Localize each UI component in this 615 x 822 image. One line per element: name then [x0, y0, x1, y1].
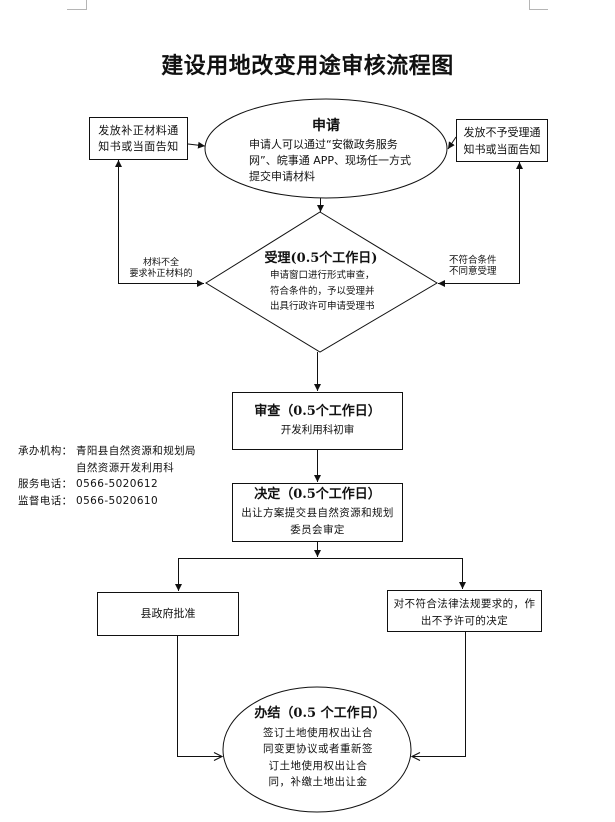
acceptance-title: 受理(0.5个工作日)	[264, 251, 378, 266]
node-review-box	[232, 392, 403, 450]
contact-value: 0566-5020612	[76, 478, 159, 490]
connector-denial-to-completion	[412, 632, 466, 757]
apply-line: 网”、皖事通 APP、现场任一方式	[249, 154, 411, 167]
acceptance-description: 申请窗口进行形式审查， 符合条件的，予以受理并 出具行政许可申请受理书	[270, 268, 375, 315]
page-title: 建设用地改变用途审核流程图	[161, 53, 454, 79]
contact-label: 承办机构：	[18, 445, 73, 457]
contact-value: 青阳县自然资源和规划局	[76, 445, 196, 457]
supplement-notice-line: 发放补正材料通	[98, 124, 179, 137]
decision-line: 出让方案提交县自然资源和规划	[241, 507, 394, 519]
rejection-notice-text: 发放不予受理通 知书或当面告知	[456, 124, 548, 158]
edge-label-line: 不符合条件	[449, 255, 497, 266]
crop-mark-top-right	[529, 0, 548, 10]
apply-line: 提交申请材料	[249, 170, 315, 183]
completion-line: 订土地使用权出让合	[268, 759, 368, 772]
connector-approval-to-completion	[177, 636, 223, 757]
edge-label-line: 不同意受理	[449, 266, 497, 277]
supplement-notice-line: 知书或当面告知	[98, 140, 179, 153]
apply-line: 申请人可以通过“安徽政务服务	[249, 138, 398, 151]
completion-line: 签订土地使用权出让合	[263, 727, 373, 739]
node-completion-ellipse	[222, 686, 412, 813]
contact-label: 服务电话：	[18, 478, 73, 490]
completion-line: 同，补缴土地出让金	[268, 775, 368, 788]
rejection-notice-line: 发放不予受理通	[463, 126, 541, 139]
node-denial-box	[387, 590, 542, 632]
node-rejection-notice-box	[456, 119, 548, 162]
contact-value: 0566-5020610	[76, 494, 159, 507]
approval-text: 县政府批准	[140, 607, 196, 620]
denial-line: 对不符合法律法规要求的，作	[393, 598, 536, 610]
completion-description: 签订土地使用权出让合 同变更协议或者重新签 订土地使用权出让合 同，补缴土地出让…	[237, 725, 399, 790]
edge-label-line: 材料不全	[142, 258, 179, 268]
acceptance-line: 符合条件的，予以受理并	[270, 285, 375, 297]
edge-label-incomplete: 材料不全 要求补正材料的	[118, 258, 204, 279]
contact-value: 自然资源开发利用科	[76, 461, 175, 474]
completion-title: 办结（0.5 个工作日）	[254, 706, 386, 721]
contact-row-supervision-phone: 监督电话： 0566-5020610	[18, 493, 196, 510]
denial-text: 对不符合法律法规要求的，作 出不予许可的决定	[387, 596, 542, 630]
supplement-notice-text: 发放补正材料通 知书或当面告知	[89, 123, 188, 155]
node-approval-box	[97, 592, 239, 636]
contact-info: 承办机构： 青阳县自然资源和规划局 自然资源开发利用科 服务电话： 0566-5…	[18, 443, 196, 509]
acceptance-line: 申请窗口进行形式审查，	[270, 270, 375, 281]
rejection-notice-line: 知书或当面告知	[463, 143, 541, 156]
arrow-supplement-notice-to-apply	[187, 141, 206, 149]
crop-mark-top-left	[67, 0, 87, 10]
decision-line: 委员会审定	[290, 524, 345, 536]
connector-not-eligible-loop	[438, 162, 523, 287]
acceptance-line: 出具行政许可申请受理书	[270, 301, 375, 312]
decision-description: 出让方案提交县自然资源和规划 委员会审定	[232, 505, 403, 539]
edge-label-not-eligible: 不符合条件 不同意受理	[449, 255, 497, 277]
review-title: 审查（0.5个工作日）	[254, 404, 381, 419]
node-apply-ellipse	[204, 98, 448, 199]
apply-description: 申请人可以通过“安徽政务服务 网”、皖事通 APP、现场任一方式 提交申请材料	[249, 137, 411, 185]
node-decision-box	[232, 483, 403, 542]
contact-row-agency: 承办机构： 青阳县自然资源和规划局	[18, 443, 196, 460]
contact-row-department: 自然资源开发利用科	[18, 460, 196, 477]
review-description: 开发利用科初审	[280, 424, 355, 436]
contact-label	[18, 460, 76, 477]
arrow-rejection-notice-to-apply	[447, 136, 457, 150]
completion-line: 同变更协议或者重新签	[263, 743, 373, 756]
node-acceptance-diamond	[205, 211, 438, 353]
edge-label-line: 要求补正材料的	[129, 268, 193, 279]
contact-row-service-phone: 服务电话： 0566-5020612	[18, 476, 196, 493]
apply-title: 申请	[312, 118, 340, 134]
denial-line: 出不予许可的决定	[420, 615, 509, 627]
connector-incomplete-loop	[115, 160, 204, 287]
node-supplement-notice-box	[89, 117, 188, 160]
decision-title: 决定（0.5个工作日）	[254, 487, 381, 502]
contact-label: 监督电话：	[18, 494, 73, 507]
